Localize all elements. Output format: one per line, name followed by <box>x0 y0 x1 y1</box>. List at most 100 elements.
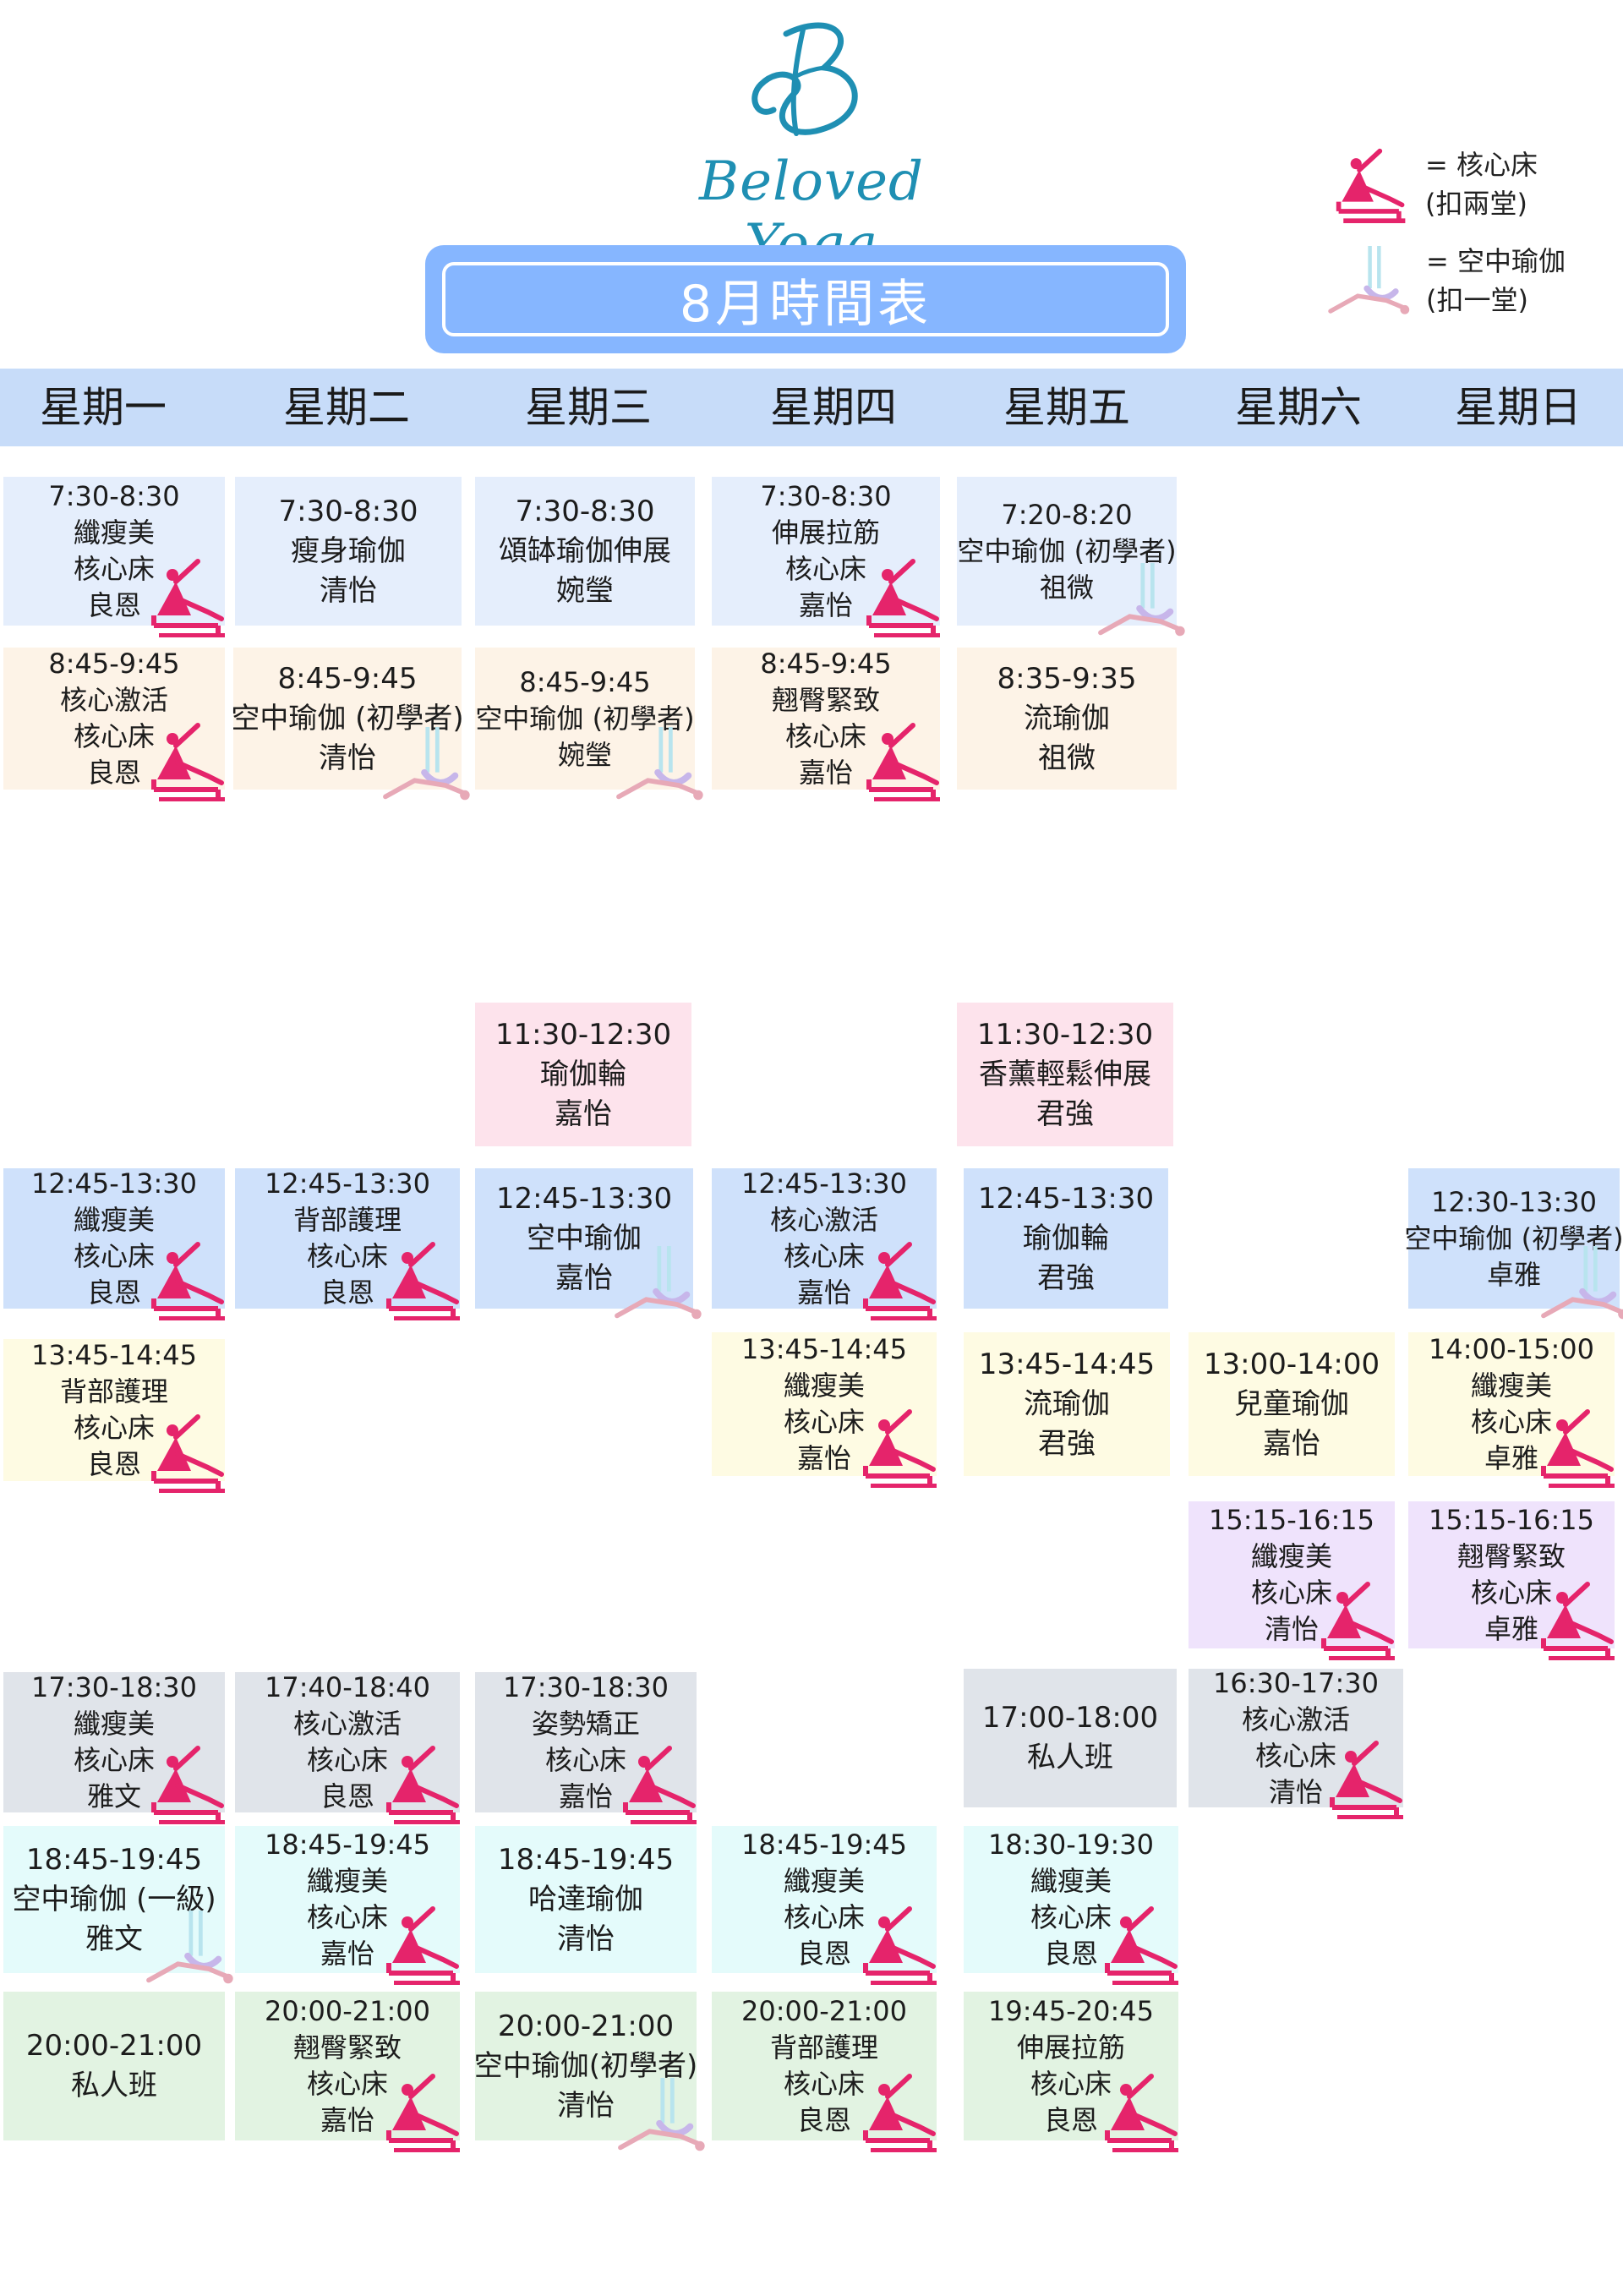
pilates-reformer-icon <box>864 556 945 638</box>
class-detail-line: 嘉怡 <box>320 2104 374 2136</box>
class-detail-line: 核心床 <box>544 1744 626 1776</box>
class-time: 20:00-21:00 <box>497 2009 675 2043</box>
class-time: 8:45-9:45 <box>277 661 418 696</box>
class-detail-line: 空中瑜伽 (初學者) <box>957 534 1177 567</box>
class-time: 8:35-9:35 <box>997 661 1137 696</box>
class-detail-line: 空中瑜伽(初學者) <box>473 2048 698 2083</box>
class-detail-line: 良恩 <box>796 2104 851 2136</box>
legend-item-pilates: = 核心床 (扣兩堂) <box>1334 145 1538 223</box>
class-detail-line: 纖瘦美 <box>73 517 155 549</box>
class-detail-line: 君強 <box>1038 1426 1096 1461</box>
class-time: 18:30-19:30 <box>988 1829 1154 1861</box>
title-banner: 8月時間表 <box>425 245 1186 353</box>
class-detail-line: 香薰輕鬆伸展 <box>979 1057 1151 1091</box>
pilates-reformer-icon <box>1538 1579 1620 1661</box>
class-detail-line: 哈達瑜伽 <box>528 1882 643 1916</box>
class-detail-line: 核心激活 <box>1241 1703 1350 1736</box>
class-time: 13:45-14:45 <box>978 1347 1156 1381</box>
class-detail-line: 核心床 <box>1254 1740 1336 1772</box>
class-detail-line: 良恩 <box>86 589 141 621</box>
pilates-reformer-icon <box>861 1407 942 1489</box>
class-time: 12:45-13:30 <box>31 1167 197 1200</box>
class-detail-line: 伸展拉筋 <box>771 517 880 549</box>
pilates-reformer-icon <box>620 1743 702 1825</box>
class-detail-line: 背部護理 <box>292 1204 402 1236</box>
title-frame: 8月時間表 <box>442 262 1169 336</box>
class-detail-line: 核心床 <box>783 1406 865 1438</box>
class-time: 7:30-8:30 <box>760 480 892 512</box>
class-time: 11:30-12:30 <box>976 1017 1154 1052</box>
aerial-yoga-icon <box>375 727 473 805</box>
class-time: 20:00-21:00 <box>741 1995 907 2027</box>
pilates-reformer-icon <box>149 556 230 638</box>
class-time: 12:45-13:30 <box>977 1181 1155 1216</box>
aerial-yoga-icon <box>1328 245 1410 314</box>
class-detail-line: 私人班 <box>71 2069 157 2102</box>
class-detail-line: 清怡 <box>557 1922 615 1956</box>
class-detail-line: 雅文 <box>86 1780 141 1812</box>
class-detail-line: 婉瑩 <box>557 738 612 771</box>
class-detail-line: 翹臀緊致 <box>771 684 880 716</box>
class-detail-line: 翹臀緊致 <box>292 2031 402 2064</box>
aerial-yoga-icon <box>1090 563 1189 641</box>
class-detail-line: 私人班 <box>1027 1741 1113 1774</box>
class-detail-line: 清怡 <box>319 741 376 775</box>
class-detail-line: 背部護理 <box>59 1375 168 1408</box>
pilates-reformer-icon <box>861 2071 942 2153</box>
day-wednesday: 星期三 <box>525 383 652 432</box>
class-detail-line: 空中瑜伽 (初學者) <box>475 702 695 735</box>
class-detail-line: 婉瑩 <box>556 573 614 608</box>
pilates-reformer-icon <box>1538 1407 1620 1489</box>
class-detail-line: 嘉怡 <box>555 1260 613 1295</box>
class-detail-line: 嘉怡 <box>798 589 853 621</box>
class-detail-line: 卓雅 <box>1484 1613 1538 1645</box>
legend-item-aerial: = 空中瑜伽 (扣一堂) <box>1323 242 1566 323</box>
class-detail-line: 核心激活 <box>769 1204 878 1236</box>
pilates-reformer-icon <box>149 1239 230 1321</box>
day-friday: 星期五 <box>1003 383 1130 432</box>
class-time: 12:45-13:30 <box>495 1181 673 1216</box>
pilates-reformer-icon <box>149 720 230 802</box>
class-time: 20:00-21:00 <box>25 2029 203 2063</box>
pilates-reformer-icon <box>1319 1579 1400 1661</box>
class-detail-line: 良恩 <box>86 757 141 789</box>
day-monday: 星期一 <box>40 383 167 432</box>
class-detail-line: 良恩 <box>86 1448 141 1480</box>
class-detail-line: 良恩 <box>796 1938 851 1970</box>
class-time: 7:20-8:20 <box>1001 498 1133 531</box>
day-saturday: 星期六 <box>1235 383 1362 432</box>
class-time: 15:15-16:15 <box>1209 1504 1374 1536</box>
class-detail-line: 姿勢矯正 <box>531 1708 640 1740</box>
pilates-reformer-icon <box>384 1904 465 1986</box>
class-detail-line: 背部護理 <box>769 2031 878 2064</box>
class-detail-line: 君強 <box>1037 1260 1095 1295</box>
class-detail-line: 空中瑜伽 (一級) <box>12 1882 216 1916</box>
class-detail-line: 清怡 <box>1264 1613 1319 1645</box>
class-detail-line: 良恩 <box>1043 2104 1098 2136</box>
class-detail-line: 核心床 <box>783 1901 865 1933</box>
class-detail-line: 核心床 <box>306 1744 388 1776</box>
class-detail-line: 纖瘦美 <box>1250 1540 1332 1572</box>
class-detail-line: 核心床 <box>1030 1901 1112 1933</box>
pilates-reformer-icon <box>384 1239 465 1321</box>
legend-aerial-note: (扣一堂) <box>1426 284 1528 316</box>
class-detail-line: 翹臀緊致 <box>1456 1540 1566 1572</box>
pilates-reformer-icon <box>1102 1904 1183 1986</box>
pilates-reformer-icon <box>861 1904 942 1986</box>
